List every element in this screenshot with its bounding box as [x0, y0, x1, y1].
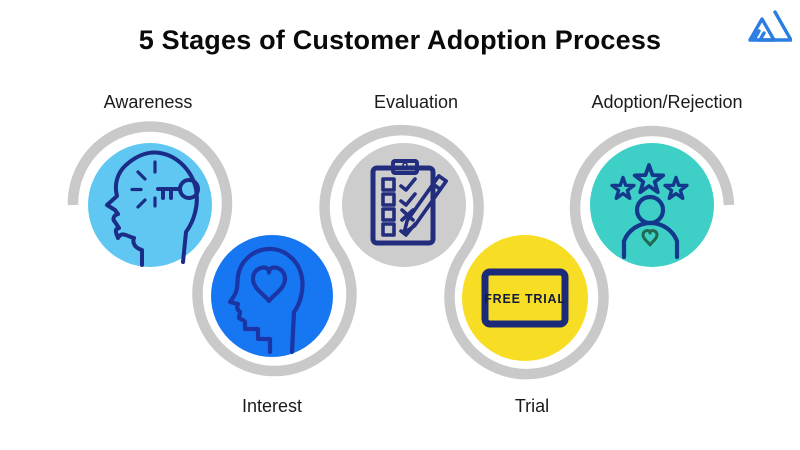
trial-circle [462, 235, 588, 361]
adoption-circle [590, 143, 714, 267]
stage-circle-adoption [590, 143, 714, 267]
free-trial-text: FREE TRIAL [484, 292, 566, 306]
stage-label-awareness: Awareness [103, 92, 193, 112]
free-trial-badge-icon [481, 268, 569, 328]
stage-label-interest: Interest [241, 396, 303, 416]
stage-label-trial: Trial [514, 396, 550, 416]
mountain-peaks-logo-icon [748, 10, 793, 42]
brand-logo [746, 6, 793, 48]
process-ribbon [67, 121, 735, 380]
star-icon [632, 163, 666, 195]
person-with-stars-icon [610, 163, 689, 260]
stage-label-evaluation: Evaluation [373, 92, 459, 112]
page-title: 5 Stages of Customer Adoption Process [138, 25, 662, 55]
checklist-with-pencil-icon [370, 159, 448, 246]
stage-circle-evaluation [342, 143, 466, 267]
stage-label-adoption: Adoption/Rejection [591, 92, 743, 112]
star-icon [610, 175, 636, 201]
head-with-heart-icon [227, 246, 305, 355]
heart-icon [641, 229, 659, 247]
star-icon [663, 175, 689, 201]
stage-circle-awareness [88, 143, 212, 267]
head-with-key-icon [105, 150, 200, 267]
stage-circle-interest [211, 235, 333, 357]
stage-circle-trial: FREE TRIAL [462, 235, 588, 361]
